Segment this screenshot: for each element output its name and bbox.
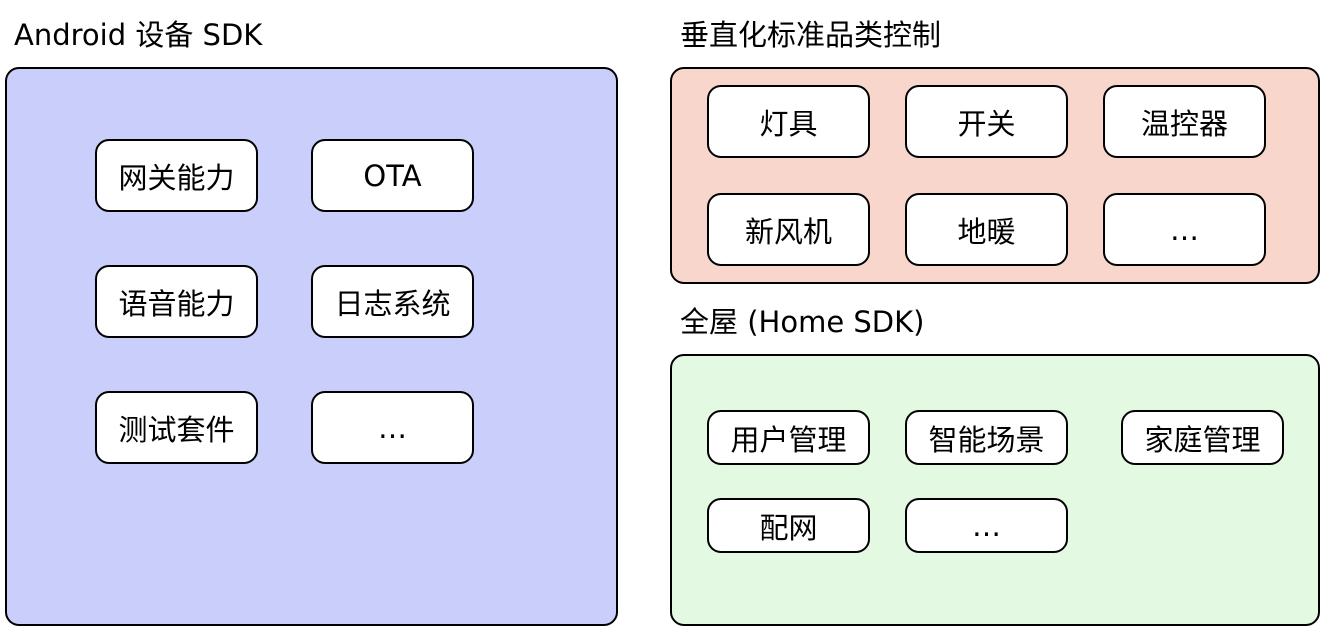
android-sdk-panel: 网关能力 OTA 语音能力 日志系统 测试套件 … <box>5 67 618 626</box>
voice-capability-box: 语音能力 <box>95 265 258 338</box>
ota-box: OTA <box>311 139 474 212</box>
home-sdk-title: 全屋 (Home SDK) <box>680 305 925 339</box>
network-config-box: 配网 <box>707 498 870 553</box>
log-system-box: 日志系统 <box>311 265 474 338</box>
android-more-box: … <box>311 391 474 464</box>
home-sdk-panel: 用户管理 智能场景 家庭管理 配网 … <box>670 354 1320 626</box>
gateway-capability-box: 网关能力 <box>95 139 258 212</box>
vertical-more-box: … <box>1103 193 1266 266</box>
home-more-box: … <box>905 498 1068 553</box>
switch-box: 开关 <box>905 85 1068 158</box>
fresh-air-box: 新风机 <box>707 193 870 266</box>
vertical-category-panel: 灯具 开关 温控器 新风机 地暖 … <box>670 67 1320 284</box>
vertical-category-title: 垂直化标准品类控制 <box>680 18 942 52</box>
lighting-box: 灯具 <box>707 85 870 158</box>
user-management-box: 用户管理 <box>707 410 870 465</box>
test-suite-box: 测试套件 <box>95 391 258 464</box>
smart-scene-box: 智能场景 <box>905 410 1068 465</box>
family-management-box: 家庭管理 <box>1121 410 1284 465</box>
floor-heating-box: 地暖 <box>905 193 1068 266</box>
thermostat-box: 温控器 <box>1103 85 1266 158</box>
android-sdk-title: Android 设备 SDK <box>14 18 263 52</box>
